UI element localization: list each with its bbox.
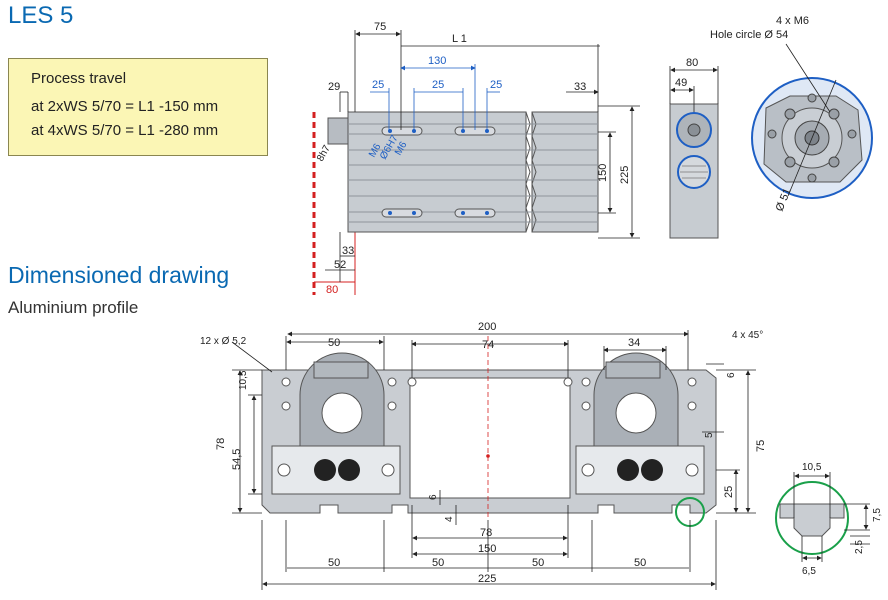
dim-52: 52 [334, 259, 346, 271]
shaft-stub [327, 117, 349, 145]
profile-dim-150: 150 [478, 543, 496, 555]
profile-dim-75: 75 [755, 440, 767, 452]
dim-29: 29 [328, 81, 340, 93]
process-travel-box: Process travel at 2xWS 5/70 = L1 -150 mm… [8, 58, 268, 156]
profile-dim-74: 74 [482, 339, 494, 351]
profile-dim-50-bottom-1: 50 [328, 557, 340, 569]
dim-80-red: 80 [326, 284, 338, 296]
profile-dim-6-mid: 6 [428, 494, 439, 500]
slot-dim-6-5: 6,5 [802, 566, 816, 577]
dim-33-bottom: 33 [342, 245, 354, 257]
profile-dim-50-top: 50 [328, 337, 340, 349]
detail-dia-51: Ø 51 [774, 187, 794, 214]
profile-dim-25: 25 [723, 486, 735, 498]
process-travel-line-2: at 4xWS 5/70 = L1 -280 mm [31, 122, 219, 139]
slot-detail: 10,5 7,5 2,5 6,5 [775, 462, 883, 577]
profile-dim-225: 225 [478, 573, 496, 585]
profile-body-left [347, 111, 527, 233]
profile-dim-34: 34 [628, 337, 640, 349]
dim-75: 75 [374, 21, 386, 33]
profile-body-right [531, 111, 599, 233]
end-dim-80: 80 [686, 57, 698, 69]
dim-l1: L 1 [452, 33, 467, 45]
process-travel-line-1: at 2xWS 5/70 = L1 -150 mm [31, 98, 219, 115]
profile-dim-50-bottom-3: 50 [532, 557, 544, 569]
slot-dim-10-5: 10,5 [802, 462, 822, 473]
profile-dim-50-bottom-2: 50 [432, 557, 444, 569]
detail-view: 4 x M6 Hole circle Ø 54 Ø 51 [710, 15, 873, 214]
profile-dim-50-bottom-4: 50 [634, 557, 646, 569]
section-subheading: Aluminium profile [8, 298, 139, 317]
end-view: 80 49 [669, 57, 719, 239]
profile-dim-78-mid: 78 [480, 527, 492, 539]
profile-chamfer: 4 x 45° [732, 330, 763, 341]
profile-dim-78-left: 78 [215, 438, 227, 450]
dim-150: 150 [597, 164, 609, 182]
dim-33-top: 33 [574, 81, 586, 93]
end-dim-49: 49 [675, 77, 687, 89]
dim-25-b: 25 [432, 79, 444, 91]
dim-25-a: 25 [372, 79, 384, 91]
profile-dim-6-right: 6 [726, 372, 737, 378]
top-view: 75 L 1 130 25 25 25 29 33 33 52 80 150 2… [312, 21, 640, 296]
dim-225: 225 [619, 166, 631, 184]
profile-dim-4: 4 [444, 516, 455, 522]
profile-dim-5: 5 [704, 432, 715, 438]
profile-dim-54-5: 54,5 [231, 449, 243, 470]
detail-note-line-1: 4 x M6 [776, 15, 809, 27]
profile-dim-10-5: 10,5 [238, 370, 249, 390]
section-heading: Dimensioned drawing [8, 262, 230, 288]
profile-dim-200: 200 [478, 321, 496, 333]
profile-holes-note: 12 x Ø 5,2 [200, 336, 247, 347]
dim-130: 130 [428, 55, 446, 67]
profile-section: 12 x Ø 5,2 200 4 x 45° 50 74 34 10,5 6 7… [200, 321, 767, 590]
product-title: LES 5 [8, 2, 74, 29]
slot-dim-7-5: 7,5 [872, 508, 883, 522]
process-travel-label: Process travel [31, 70, 127, 87]
slot-dim-2-5: 2,5 [854, 540, 865, 554]
detail-note-line-2: Hole circle Ø 54 [710, 29, 788, 41]
dim-25-c: 25 [490, 79, 502, 91]
tol-8h7: 8h7 [315, 143, 333, 163]
